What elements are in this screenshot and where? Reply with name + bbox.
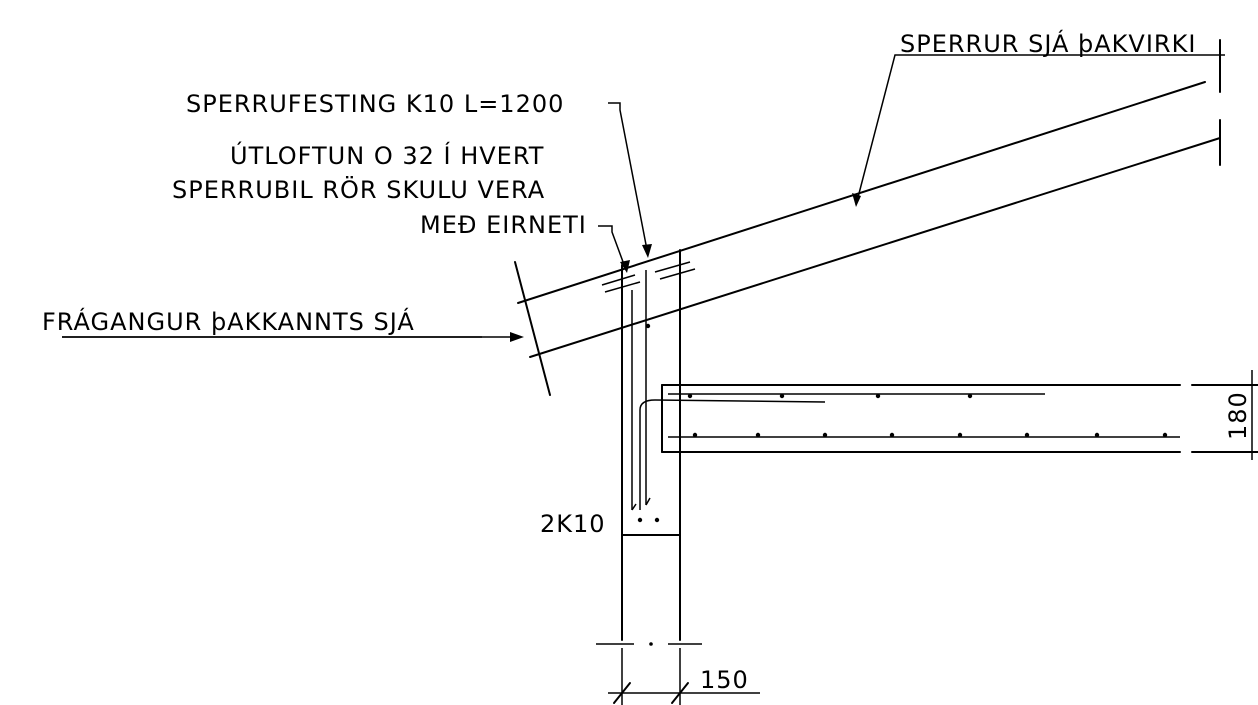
rebar-dot bbox=[1162, 432, 1168, 438]
rebar-dot bbox=[692, 432, 698, 438]
rafter-fastener-hatch-3 bbox=[654, 261, 691, 273]
slab-bar-hook bbox=[639, 399, 826, 510]
dim-tick-right bbox=[671, 682, 689, 704]
annotations: SPERRUR SJÁ þAKVIRKI SPERRUFESTING K10 L… bbox=[42, 29, 1252, 694]
arrowhead bbox=[620, 260, 630, 273]
rafter-end-cut bbox=[514, 261, 551, 396]
anchor-bar-hook bbox=[631, 497, 651, 511]
label-slab-dimension: 180 bbox=[1224, 391, 1252, 440]
sperrur-leader bbox=[855, 54, 1225, 206]
rebar-dot bbox=[889, 432, 895, 438]
leaders bbox=[62, 54, 1225, 342]
rebar-dot bbox=[654, 517, 660, 523]
floor-slab bbox=[661, 384, 1258, 453]
label-utloftun-line3: MEÐ EIRNETI bbox=[420, 211, 587, 239]
rebar-dot bbox=[687, 393, 693, 399]
dim-dot bbox=[649, 642, 653, 646]
rebar-dot bbox=[822, 432, 828, 438]
rebar-dot bbox=[875, 393, 881, 399]
rafter-top-edge bbox=[517, 81, 1206, 304]
rebar-dot bbox=[1094, 432, 1100, 438]
arrowhead bbox=[642, 244, 652, 258]
rebar-dot bbox=[637, 517, 643, 523]
label-rebar: 2K10 bbox=[540, 510, 606, 538]
rebar-dot bbox=[957, 432, 963, 438]
rebar-dot bbox=[1024, 432, 1030, 438]
rafter-fastener-hatch-4 bbox=[659, 268, 696, 280]
rebar-dot bbox=[645, 323, 651, 329]
arrowhead bbox=[510, 332, 524, 342]
label-sperrur: SPERRUR SJÁ þAKVIRKI bbox=[900, 29, 1196, 58]
wall bbox=[621, 249, 826, 641]
rebar-dot bbox=[755, 432, 761, 438]
label-utloftun-line1: ÚTLOFTUN O 32 Í HVERT bbox=[230, 140, 544, 170]
label-utloftun-line2: SPERRUBIL RÖR SKULU VERA bbox=[172, 175, 545, 204]
label-wall-dimension: 150 bbox=[700, 666, 749, 694]
rafter-fastener-hatch-1 bbox=[601, 274, 636, 286]
sperrufesting-leader bbox=[608, 102, 649, 256]
rebar-dot bbox=[779, 393, 785, 399]
rafter-bottom-edge bbox=[529, 137, 1221, 358]
dim-tick-left bbox=[613, 682, 631, 704]
rebar-dot bbox=[967, 393, 973, 399]
arrowhead bbox=[852, 193, 861, 207]
label-fragangur: FRÁGANGUR þAKKANNTS SJÁ bbox=[42, 307, 415, 336]
label-sperrufesting: SPERRUFESTING K10 L=1200 bbox=[186, 90, 564, 118]
wall-dimension bbox=[596, 642, 760, 705]
utloftun-leader bbox=[598, 225, 627, 271]
rafter bbox=[514, 39, 1221, 396]
